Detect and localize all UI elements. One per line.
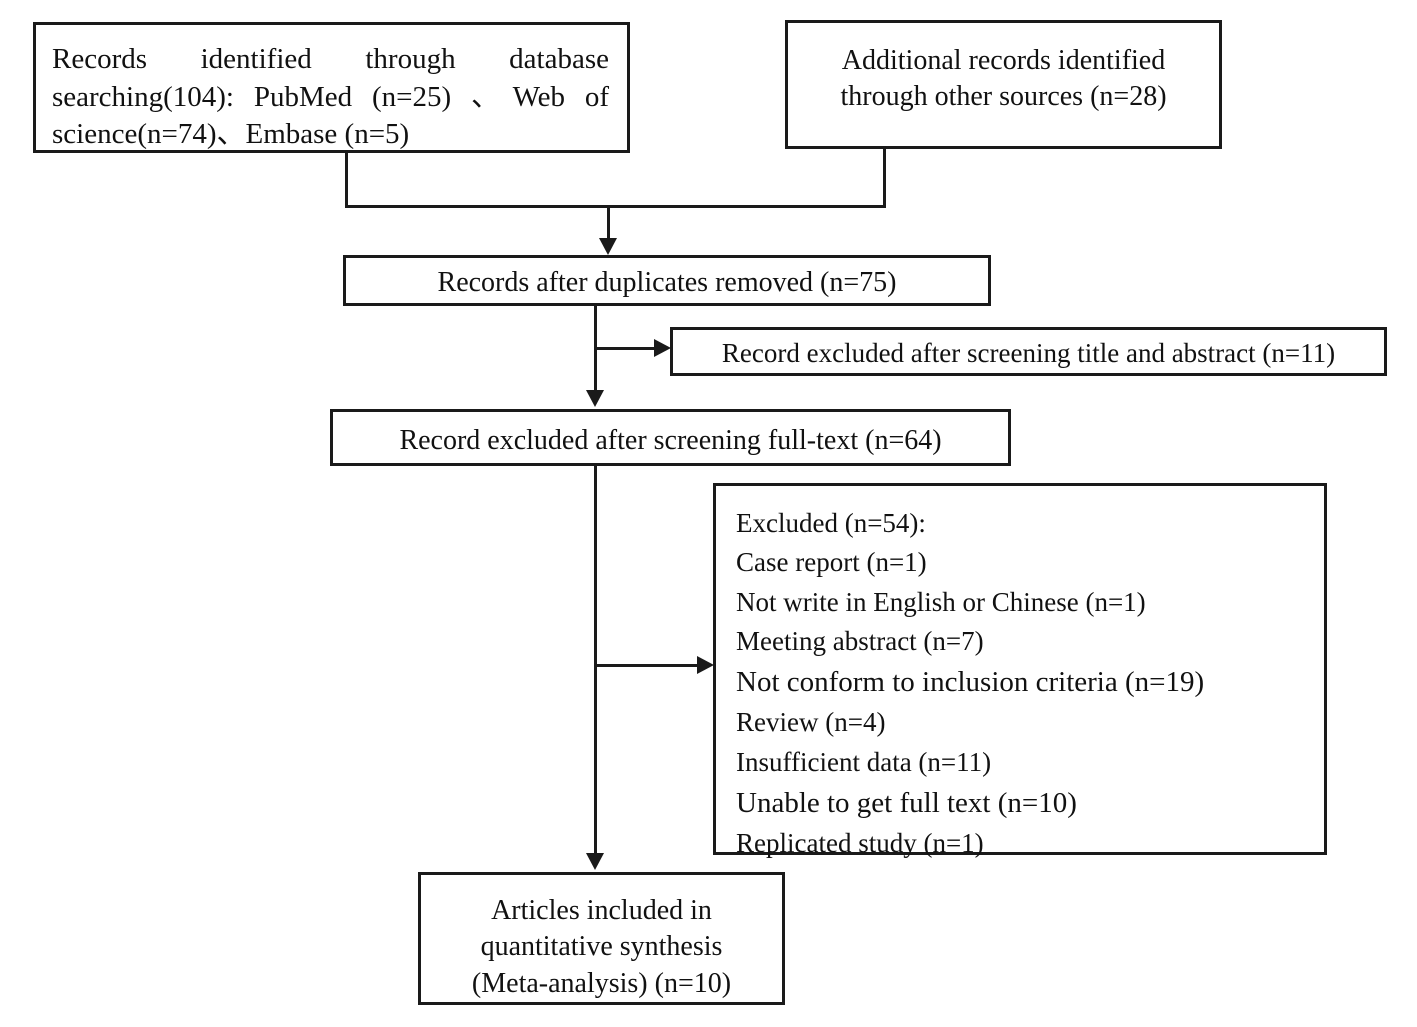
exclusion-reason-replicated-study: Replicated study (n=1)	[736, 828, 984, 859]
exclusion-reason-not-conform-inclusion-criteria: Not conform to inclusion criteria (n=19)	[736, 666, 1205, 699]
arrowhead-to-included-icon	[586, 853, 604, 870]
exclusion-reason-case-report: Case report (n=1)	[736, 547, 927, 578]
node-records-identified-database: Records identified through database sear…	[33, 22, 630, 153]
arrowhead-to-exclusion-reasons-icon	[697, 656, 714, 674]
exclusion-reason-not-english-or-chinese: Not write in English or Chinese (n=1)	[736, 586, 1146, 617]
node-record-excluded-fulltext-text: Record excluded after screening full-tex…	[399, 425, 942, 456]
node-exclusion-reasons: Excluded (n=54): Case report (n=1) Not w…	[713, 483, 1327, 858]
exclusion-heading: Excluded (n=54):	[736, 508, 926, 538]
node-additional-records-other-sources: Additional records identified through ot…	[785, 20, 1222, 149]
node-additional-records-other-sources-text: Additional records identified through ot…	[840, 45, 1167, 113]
connector-branch-title-abstract	[594, 347, 656, 350]
node-record-excluded-title-abstract: Record excluded after screening title an…	[670, 327, 1387, 376]
node-record-excluded-title-abstract-text: Record excluded after screening title an…	[721, 338, 1336, 368]
connector-branch-exclusion-reasons	[594, 664, 699, 667]
exclusion-reason-unable-to-get-full-text: Unable to get full text (n=10)	[736, 786, 1077, 819]
node-records-after-duplicates-removed: Records after duplicates removed (n=75)	[343, 255, 991, 306]
node-articles-included-quantitative-synthesis: Articles included in quantitative synthe…	[418, 872, 785, 1005]
node-record-excluded-fulltext: Record excluded after screening full-tex…	[330, 409, 1011, 466]
exclusion-reason-review: Review (n=4)	[736, 707, 886, 738]
arrowhead-to-fulltext-icon	[586, 390, 604, 407]
arrowhead-to-title-abstract-icon	[654, 339, 671, 357]
node-records-after-duplicates-removed-text: Records after duplicates removed (n=75)	[437, 267, 897, 298]
arrowhead-to-duplicates-icon	[599, 238, 617, 255]
connector-fulltext-stem	[594, 466, 597, 855]
exclusion-reason-insufficient-data: Insufficient data (n=11)	[736, 746, 992, 777]
connector-merge-bar	[345, 205, 886, 208]
node-articles-included-quantitative-synthesis-text: Articles included in quantitative synthe…	[471, 895, 732, 999]
node-records-identified-database-text: Records identified through database sear…	[52, 43, 609, 151]
connector-merge-to-duplicates	[607, 205, 610, 240]
connector-left-stem	[345, 152, 348, 208]
exclusion-reason-meeting-abstract: Meeting abstract (n=7)	[736, 625, 984, 656]
connector-right-stem	[883, 148, 886, 208]
